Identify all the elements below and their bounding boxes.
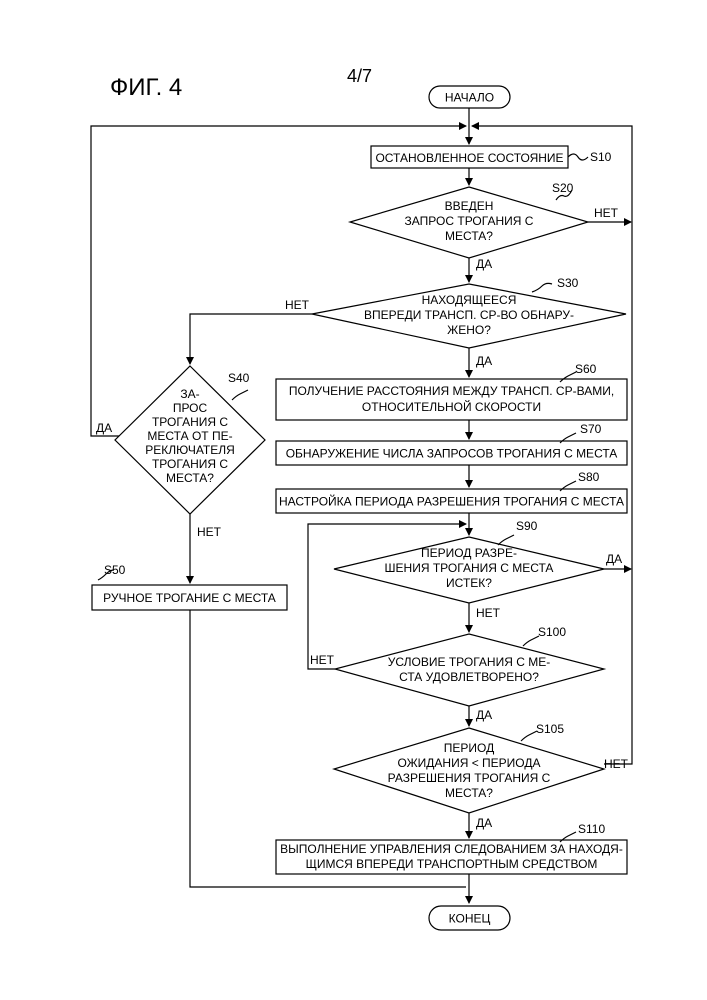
- step-s105-text-4: МЕСТА?: [445, 786, 493, 800]
- step-s105-text-1: ПЕРИОД: [444, 741, 494, 755]
- step-s70-box: ОБНАРУЖЕНИЕ ЧИСЛА ЗАПРОСОВ ТРОГАНИЯ С МЕ…: [276, 441, 627, 465]
- step-s70-id: S70: [580, 422, 602, 436]
- step-s40-text-5: РЕКЛЮЧАТЕЛЯ: [145, 443, 235, 457]
- s30-yes-label: ДА: [476, 354, 492, 368]
- s40-yes-label: ДА: [96, 421, 112, 435]
- s20-yes-label: ДА: [476, 257, 492, 271]
- step-s20-text-1: ВВЕДЕН: [445, 199, 494, 213]
- step-s90-text-1: ПЕРИОД РАЗРЕ-: [421, 546, 517, 560]
- step-s80-id: S80: [578, 470, 600, 484]
- step-s40-text-7: МЕСТА?: [166, 471, 214, 485]
- step-s40-id: S40: [228, 371, 250, 385]
- step-s100-decision: УСЛОВИЕ ТРОГАНИЯ С МЕ- СТА УДОВЛЕТВОРЕНО…: [335, 634, 604, 706]
- step-s40-decision: ЗА- ПРОС ТРОГАНИЯ С МЕСТА ОТ ПЕ- РЕКЛЮЧА…: [115, 366, 265, 514]
- s30-no-label: НЕТ: [285, 298, 310, 312]
- step-s40-text-1: ЗА-: [180, 387, 199, 401]
- step-s50-id: S50: [104, 563, 126, 577]
- step-s50-box: РУЧНОЕ ТРОГАНИЕ С МЕСТА: [92, 585, 287, 610]
- step-s110-id: S110: [578, 822, 605, 836]
- s40-no-label: НЕТ: [197, 525, 222, 539]
- s90-yes-label: ДА: [606, 552, 622, 566]
- step-s105-decision: ПЕРИОД ОЖИДАНИЯ < ПЕРИОДА РАЗРЕШЕНИЯ ТРО…: [334, 728, 604, 813]
- step-s20-text-2: ЗАПРОС ТРОГАНИЯ С: [405, 214, 534, 228]
- step-s80-text: НАСТРОЙКА ПЕРИОДА РАЗРЕШЕНИЯ ТРОГАНИЯ С …: [279, 494, 624, 509]
- step-s40-text-3: ТРОГАНИЯ С: [152, 415, 228, 429]
- step-s30-text-3: ЖЕНО?: [447, 323, 491, 337]
- step-s20-id: S20: [552, 181, 574, 195]
- step-s105-text-3: РАЗРЕШЕНИЯ ТРОГАНИЯ С: [388, 771, 551, 785]
- step-s30-decision: НАХОДЯЩЕЕСЯ ВПЕРЕДИ ТРАНСП. СР-ВО ОБНАРУ…: [312, 284, 626, 348]
- start-terminal: НАЧАЛО: [429, 86, 510, 108]
- step-s30-text-1: НАХОДЯЩЕЕСЯ: [422, 293, 517, 307]
- step-s30-text-2: ВПЕРЕДИ ТРАНСП. СР-ВО ОБНАРУ-: [364, 308, 574, 322]
- step-s100-id: S100: [538, 625, 566, 639]
- step-s100-text-2: СТА УДОВЛЕТВОРЕНО?: [399, 670, 539, 684]
- step-s10-text: ОСТАНОВЛЕННОЕ СОСТОЯНИЕ: [375, 151, 563, 165]
- step-s90-text-2: ШЕНИЯ ТРОГАНИЯ С МЕСТА: [385, 561, 554, 575]
- step-s110-text-2: ЩИМСЯ ВПЕРЕДИ ТРАНСПОРТНЫМ СРЕДСТВОМ: [306, 857, 598, 871]
- start-label: НАЧАЛО: [445, 91, 494, 105]
- step-s70-text: ОБНАРУЖЕНИЕ ЧИСЛА ЗАПРОСОВ ТРОГАНИЯ С МЕ…: [286, 447, 618, 461]
- step-s30-id: S30: [557, 276, 579, 290]
- step-s50-text: РУЧНОЕ ТРОГАНИЕ С МЕСТА: [103, 591, 276, 605]
- step-s110-text-1: ВЫПОЛНЕНИЕ УПРАВЛЕНИЯ СЛЕДОВАНИЕМ ЗА НАХ…: [280, 842, 623, 856]
- step-s90-id: S90: [516, 519, 538, 533]
- step-s40-text-4: МЕСТА ОТ ПЕ-: [147, 429, 232, 443]
- step-s90-text-3: ИСТЕК?: [446, 576, 492, 590]
- end-label: КОНЕЦ: [449, 912, 491, 926]
- s100-yes-label: ДА: [476, 708, 492, 722]
- step-s60-text-1: ПОЛУЧЕНИЕ РАССТОЯНИЯ МЕЖДУ ТРАНСП. СР-ВА…: [289, 384, 614, 398]
- s100-no-label: НЕТ: [310, 653, 335, 667]
- step-s40-text-2: ПРОС: [173, 401, 208, 415]
- step-s105-id: S105: [536, 722, 564, 736]
- step-s60-text-2: ОТНОСИТЕЛЬНОЙ СКОРОСТИ: [362, 399, 541, 414]
- step-s90-decision: ПЕРИОД РАЗРЕ- ШЕНИЯ ТРОГАНИЯ С МЕСТА ИСТ…: [334, 537, 604, 603]
- s105-yes-label: ДА: [476, 816, 492, 830]
- s20-no-label: НЕТ: [594, 206, 619, 220]
- s90-no-label: НЕТ: [476, 606, 501, 620]
- step-s20-text-3: МЕСТА?: [445, 229, 493, 243]
- step-s110-box: ВЫПОЛНЕНИЕ УПРАВЛЕНИЯ СЛЕДОВАНИЕМ ЗА НАХ…: [276, 840, 627, 874]
- s105-no-label: НЕТ: [604, 757, 629, 771]
- step-s100-text-1: УСЛОВИЕ ТРОГАНИЯ С МЕ-: [388, 655, 550, 669]
- step-s60-box: ПОЛУЧЕНИЕ РАССТОЯНИЯ МЕЖДУ ТРАНСП. СР-ВА…: [276, 379, 627, 420]
- step-s60-id: S60: [575, 362, 597, 376]
- step-s20-decision: ВВЕДЕН ЗАПРОС ТРОГАНИЯ С МЕСТА?: [350, 187, 588, 258]
- step-s105-text-2: ОЖИДАНИЯ < ПЕРИОДА: [398, 756, 541, 770]
- step-s40-text-6: ТРОГАНИЯ С: [152, 457, 228, 471]
- step-s10-id: S10: [590, 150, 612, 164]
- step-s10-box: ОСТАНОВЛЕННОЕ СОСТОЯНИЕ: [371, 146, 568, 168]
- end-terminal: КОНЕЦ: [429, 906, 510, 930]
- step-s80-box: НАСТРОЙКА ПЕРИОДА РАЗРЕШЕНИЯ ТРОГАНИЯ С …: [276, 489, 627, 513]
